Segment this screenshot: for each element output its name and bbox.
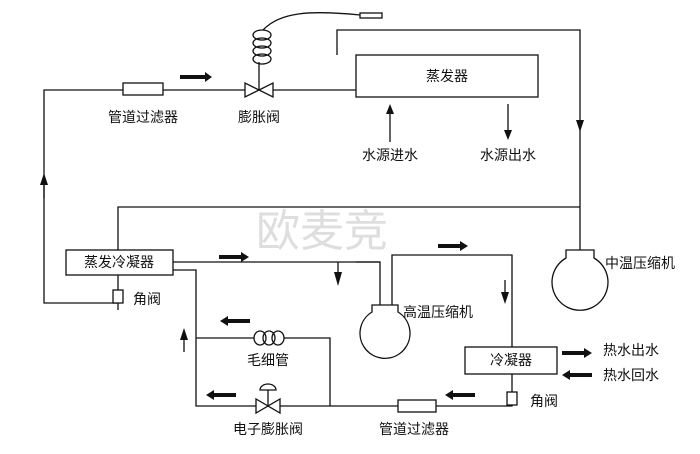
hot-water-return-label: 热水回水	[603, 368, 659, 384]
sensing-coil-icon	[252, 12, 383, 65]
electronic-expansion-valve	[255, 383, 281, 415]
expansion-valve	[244, 12, 383, 99]
flow-arrow-icon	[576, 120, 584, 132]
condenser	[464, 346, 558, 375]
high-temp-compressor-label: 高温压缩机	[403, 304, 473, 321]
angle-valve-icon	[112, 289, 124, 304]
electronic-expansion-valve-label: 电子膨胀阀	[233, 421, 303, 438]
angle-valve-left	[112, 275, 124, 310]
flow-arrow-icon	[334, 272, 342, 286]
pipe-filter-bottom	[397, 399, 437, 413]
angle-valve-left-label: 角阀	[133, 292, 161, 308]
flow-arrow-icon	[438, 241, 468, 251]
flow-arrow-icon	[219, 252, 249, 262]
watermark: 欧麦竞	[256, 206, 388, 257]
flow-arrow-icon	[180, 72, 212, 82]
water-out-label: 水源出水	[480, 148, 536, 164]
evap-condenser-label: 蒸发冷凝器	[84, 255, 154, 271]
evaporator-label: 蒸发器	[426, 69, 468, 85]
high-temp-compressor	[359, 304, 411, 360]
valve-icon	[255, 397, 270, 415]
flow-arrow-icon	[206, 390, 236, 400]
mid-temp-compressor	[551, 249, 609, 311]
hot-water-out-label: 热水出水	[603, 343, 659, 359]
flow-arrow-icon	[386, 104, 394, 114]
condenser-label: 冷凝器	[490, 353, 532, 369]
evaporator	[355, 54, 539, 98]
angle-valve-right	[506, 374, 518, 406]
valve-icon	[244, 81, 261, 99]
evap-condenser	[65, 249, 174, 276]
flow-arrow-icon	[40, 173, 48, 185]
pipe-filter-top-label: 管道过滤器	[108, 110, 178, 126]
flow-arrow-icon	[562, 348, 592, 358]
angle-valve-icon	[506, 391, 518, 406]
angle-valve-right-label: 角阀	[530, 394, 558, 410]
water-in-label: 水源进水	[362, 148, 418, 164]
expansion-valve-label: 膨胀阀	[238, 109, 280, 126]
flow-arrow-icon	[180, 328, 188, 340]
pipe-filter-top	[122, 82, 164, 96]
lower-loop-pipes	[173, 254, 513, 407]
capillary-coil-icon	[253, 330, 285, 346]
flow-arrow-icon	[445, 390, 475, 400]
capillary-label: 毛细管	[247, 353, 289, 369]
flow-arrow-icon	[501, 292, 509, 304]
mid-temp-compressor-label: 中温压缩机	[605, 256, 675, 272]
flow-arrow-icon	[562, 370, 592, 380]
flow-arrow-icon	[504, 130, 512, 140]
pipe-filter-bottom-label: 管道过滤器	[379, 422, 449, 438]
flow-arrow-icon	[220, 316, 250, 326]
